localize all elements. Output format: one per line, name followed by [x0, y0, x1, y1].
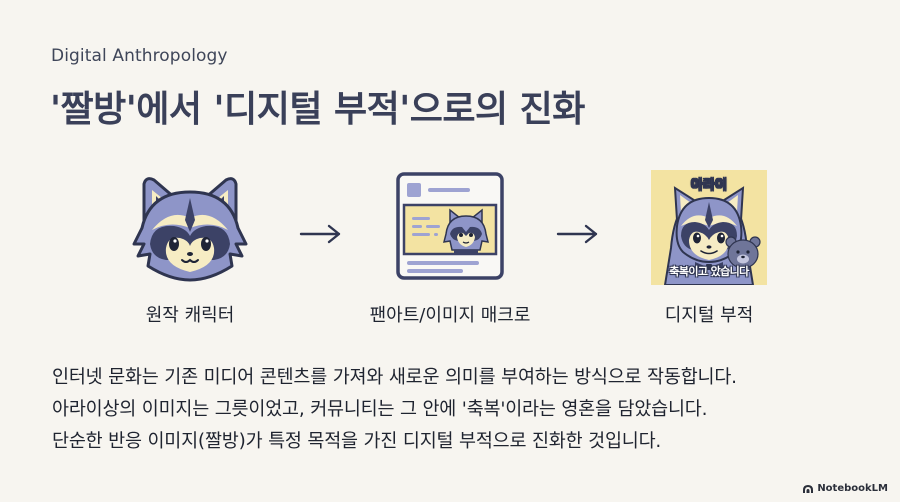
arrow-right-icon	[556, 224, 598, 244]
evolution-flow: 원작 캐릭터	[130, 170, 767, 332]
body-paragraph: 인터넷 문화는 기존 미디어 콘텐츠를 가져와 새로운 의미를 부여하는 방식으…	[52, 362, 737, 458]
talisman-caption-top: 아라이	[691, 178, 727, 194]
raccoon-character-icon	[132, 177, 248, 282]
brand-name: NotebookLM	[817, 483, 888, 494]
stage-label: 디지털 부적	[664, 305, 754, 326]
stage-image-macro: 팬아트/이미지 매크로	[370, 172, 530, 332]
stage-digital-talisman: 아라이 축복이고 았습니다 디지털 부적	[651, 170, 767, 330]
talisman-caption-bottom: 축복이고 았습니다	[669, 265, 749, 278]
body-line: 아라이상의 이미지는 그릇이었고, 커뮤니티는 그 안에 '축복'이라는 영혼을…	[52, 399, 708, 420]
arrow-right-icon	[299, 224, 341, 244]
image-macro-post-icon	[396, 172, 504, 280]
page-title: '짤방'에서 '디지털 부적'으로의 진화	[50, 89, 585, 130]
body-line: 단순한 반응 이미지(짤방)가 특정 목적을 가진 디지털 부적으로 진화한 것…	[52, 431, 662, 452]
notebooklm-logo-icon	[803, 485, 814, 493]
digital-talisman-icon: 아라이 축복이고 았습니다	[651, 170, 767, 285]
stage-original-character: 원작 캐릭터	[130, 170, 250, 330]
brand-watermark: NotebookLM	[802, 483, 888, 494]
kicker-label: Digital Anthropology	[51, 46, 228, 66]
stage-label: 원작 캐릭터	[145, 305, 235, 326]
body-line: 인터넷 문화는 기존 미디어 콘텐츠를 가져와 새로운 의미를 부여하는 방식으…	[52, 367, 737, 388]
stage-label: 팬아트/이미지 매크로	[369, 305, 531, 326]
